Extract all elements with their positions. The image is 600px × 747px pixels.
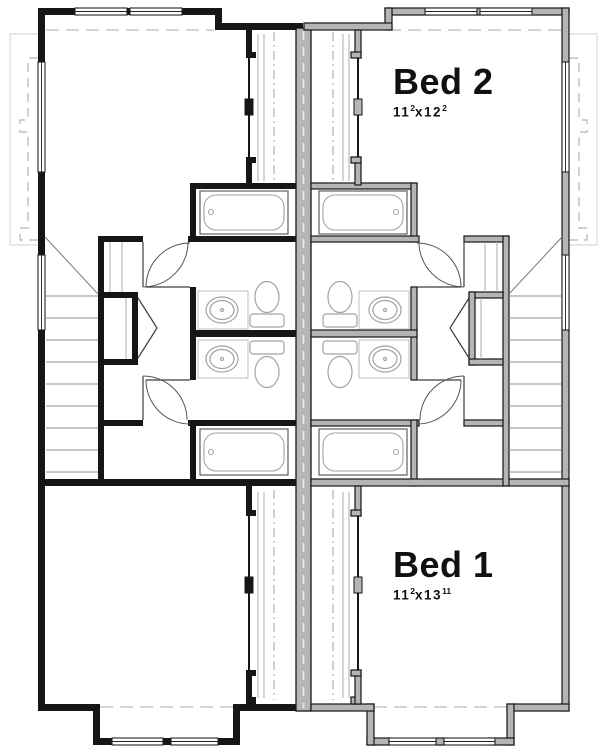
room-label-bed2: Bed 2 112x122 [393,64,494,120]
room-dims-bed2: 112x122 [393,103,447,120]
party-wall [295,27,312,712]
room-dims-bed1: 112x1311 [393,586,452,603]
unit-left-plan [9,7,304,746]
room-label-bed1: Bed 1 112x1311 [393,547,494,603]
room-name-bed1: Bed 1 [393,544,494,585]
room-name-bed2: Bed 2 [393,61,494,102]
